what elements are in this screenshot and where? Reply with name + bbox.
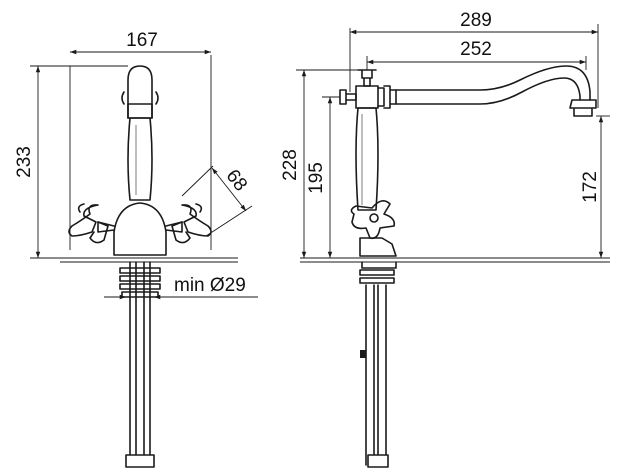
side-base: [359, 237, 397, 257]
dim-side-height-total: 228: [280, 69, 358, 258]
dim-front-width: 167: [69, 30, 212, 250]
dim-handle-offset-label: 68: [222, 166, 252, 196]
side-head: [355, 85, 379, 109]
dim-side-height-spout: 195: [306, 96, 340, 258]
dim-side-height-outlet-label: 172: [580, 171, 601, 203]
side-spout-bottom: [395, 77, 581, 105]
side-cross-handle: [350, 200, 396, 240]
front-mounting: [119, 261, 161, 468]
side-left-knob: [339, 89, 357, 105]
front-collar-top: [127, 103, 153, 119]
dim-side-length-outer: 289: [349, 10, 599, 108]
dim-side-height-outlet: 172: [580, 115, 610, 258]
side-spout-collar: [377, 85, 397, 109]
side-body-column: [355, 107, 379, 211]
dim-hole-diameter-label: min Ø29: [174, 275, 246, 296]
dim-side-length-spout: 252: [366, 39, 587, 70]
side-top-knob: [357, 69, 377, 87]
side-mounting: [359, 261, 397, 468]
dim-side-length-spout-label: 252: [460, 39, 492, 60]
dim-side-length-outer-label: 289: [460, 10, 492, 31]
side-view: 289 252 228 195 172: [280, 10, 610, 468]
front-body-column: [127, 117, 153, 201]
side-outlet: [569, 99, 597, 117]
dim-front-height: 233: [14, 65, 128, 259]
dim-handle-offset: 68: [181, 165, 253, 237]
front-lever: [127, 65, 153, 119]
dim-hole-diameter: min Ø29: [104, 275, 258, 300]
front-right-handle: [165, 203, 212, 244]
dim-front-width-label: 167: [126, 30, 158, 51]
front-view: 167 233 68 min Ø29: [14, 30, 258, 468]
front-left-handle: [68, 203, 115, 244]
front-base: [113, 202, 167, 256]
dim-side-height-spout-label: 195: [306, 162, 327, 194]
dim-side-height-total-label: 228: [280, 149, 301, 181]
front-lever-ring: [121, 91, 159, 105]
side-spout-top: [395, 65, 591, 101]
dim-front-height-label: 233: [14, 146, 35, 178]
